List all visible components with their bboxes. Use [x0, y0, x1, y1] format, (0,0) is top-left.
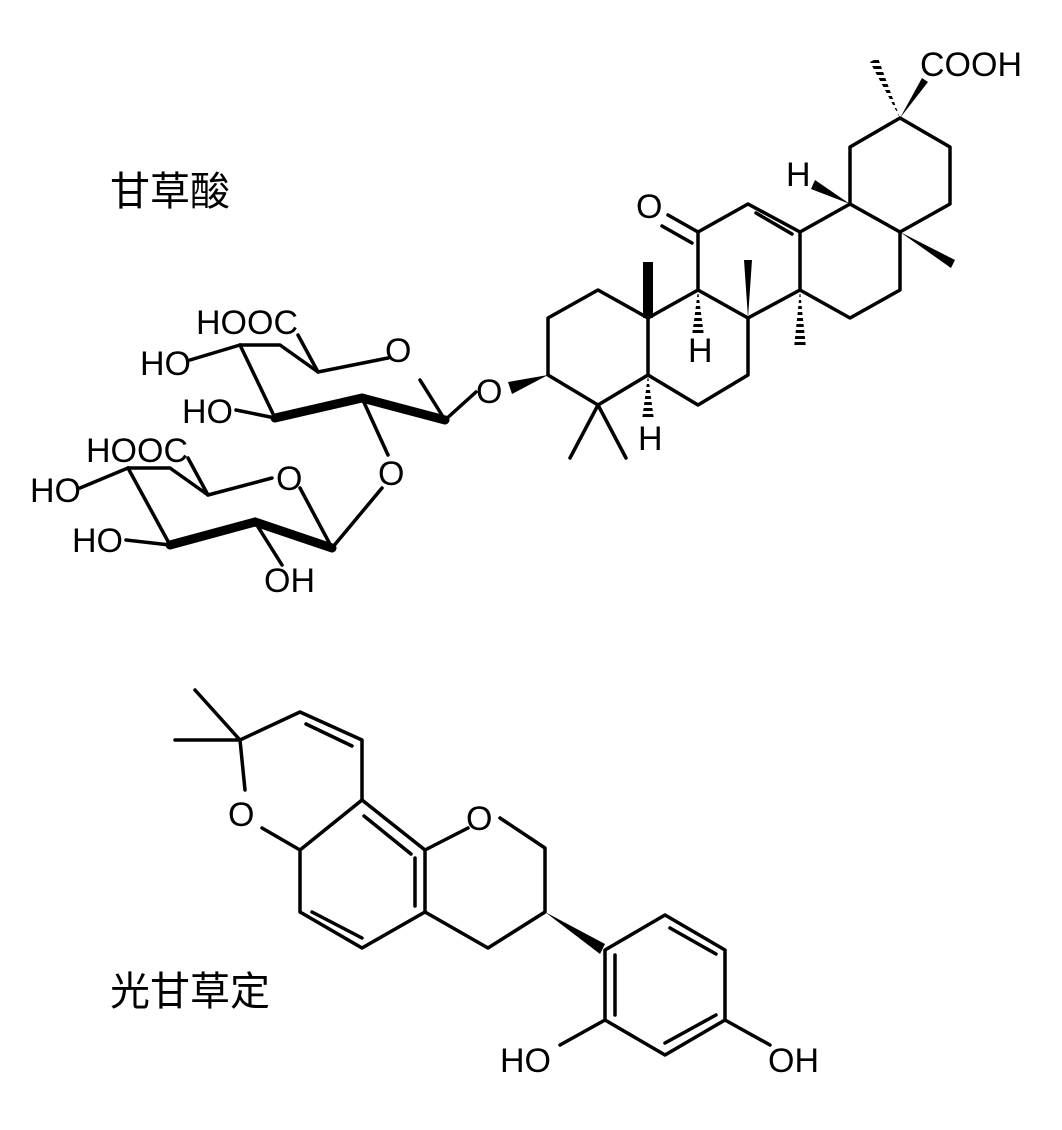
ether-oxygen-label: O — [476, 373, 502, 411]
triterpene-skeleton: COOH H O H H O — [476, 46, 1022, 460]
chroman-oxygen-label: O — [466, 800, 492, 838]
ring1-hydroxyl-a-label: HO — [140, 345, 191, 383]
ring1-oxygen-label: O — [385, 332, 411, 370]
glabridin-name: 光甘草定 — [110, 969, 270, 1015]
glycyrrhizic-acid-structure: 甘草酸 — [30, 46, 1022, 600]
hydroxyl-right-label: OH — [768, 1042, 819, 1080]
hydroxyl-left-label: HO — [500, 1042, 551, 1080]
ring2-hydroxyl-a-label: HO — [30, 472, 81, 510]
ring2-hydroxyl-c-label: OH — [264, 562, 315, 600]
ketone-oxygen-label: O — [636, 188, 662, 226]
ring1-hydroxyl-b-label: HO — [182, 393, 233, 431]
h-label-mid: H — [688, 332, 713, 370]
ring1-cooh-label: HOOC — [196, 304, 298, 342]
pyran-oxygen-label: O — [228, 796, 254, 834]
ring2-oxygen-label: O — [276, 460, 302, 498]
ring2-cooh-label: HOOC — [86, 432, 188, 470]
glucuronide-ring-2: O HOOC HO HO OH — [30, 432, 384, 600]
cooh-label-top: COOH — [920, 46, 1022, 84]
h-label-lower: H — [638, 420, 663, 458]
glabridin-structure: 光甘草定 O O — [110, 688, 819, 1080]
glabridin-skeleton: O O HO OH — [173, 688, 819, 1080]
glycyrrhizic-acid-name: 甘草酸 — [110, 169, 230, 215]
h-label-upper: H — [786, 156, 811, 194]
ring2-hydroxyl-b-label: HO — [72, 522, 123, 560]
glucuronide-ring-1: O HOOC HO HO O — [140, 304, 478, 493]
